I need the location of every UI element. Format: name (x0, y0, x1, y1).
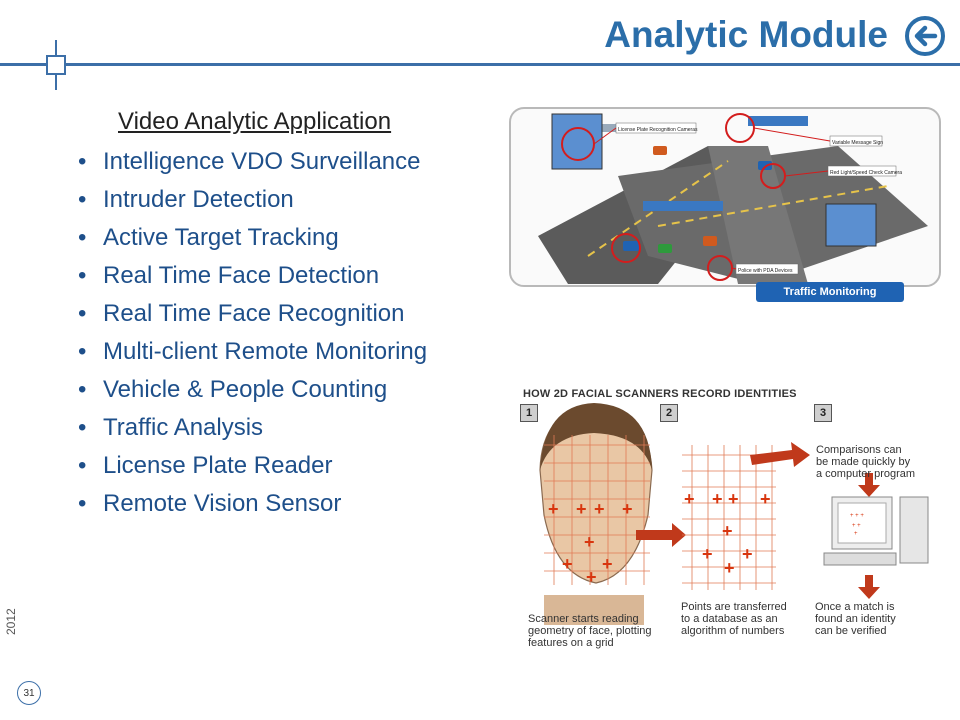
list-item: •Real Time Face Recognition (78, 300, 405, 327)
back-arrow-icon[interactable] (904, 15, 946, 57)
svg-text:+: + (742, 544, 753, 564)
svg-text:+ +: + + (852, 523, 861, 529)
svg-text:+: + (584, 532, 595, 552)
svg-text:+: + (724, 558, 735, 578)
step-1-caption: Scanner starts reading geometry of face,… (528, 613, 652, 649)
crosshair-box-decoration (46, 55, 66, 75)
svg-text:+: + (712, 489, 723, 509)
header-rule (0, 63, 960, 66)
traffic-label-lpr: License Plate Recognition Cameras (618, 127, 698, 133)
svg-text:+: + (760, 489, 771, 509)
step-number: 1 (520, 404, 538, 422)
feature-list: •Intelligence VDO Surveillance •Intruder… (78, 146, 427, 526)
page-number: 31 (17, 681, 41, 705)
svg-text:+: + (548, 499, 559, 519)
step-number: 3 (814, 404, 832, 422)
list-item: •Intruder Detection (78, 186, 294, 213)
svg-text:+ + +: + + + (850, 513, 864, 519)
svg-text:+: + (684, 489, 695, 509)
list-item: •Remote Vision Sensor (78, 490, 342, 517)
traffic-monitoring-illustration: License Plate Recognition Cameras Variab… (509, 107, 941, 287)
svg-text:+: + (702, 544, 713, 564)
year-label: 2012 (4, 608, 18, 635)
traffic-label-vms: Variable Message Sign (832, 140, 883, 146)
svg-text:+: + (594, 499, 605, 519)
facial-scanner-illustration: ++++ ++++ ++++ ++++ + + ++ ++ (539, 403, 929, 625)
list-item: •Active Target Tracking (78, 224, 339, 251)
step-2-caption: Points are transferred to a database as … (681, 601, 787, 637)
svg-text:+: + (722, 521, 733, 541)
section-subtitle: Video Analytic Application (118, 108, 392, 135)
svg-text:+: + (728, 489, 739, 509)
traffic-label-police: Police with PDA Devices (738, 268, 793, 274)
list-item: •Traffic Analysis (78, 414, 264, 441)
svg-text:+: + (622, 499, 633, 519)
traffic-caption: Traffic Monitoring (756, 282, 904, 302)
face-figure-heading: HOW 2D FACIAL SCANNERS RECORD IDENTITIES (523, 388, 797, 400)
list-item: •Vehicle & People Counting (78, 376, 388, 403)
page-title: Analytic Module (604, 14, 888, 55)
list-item: •Intelligence VDO Surveillance (78, 148, 421, 175)
list-item: •Multi-client Remote Monitoring (78, 338, 428, 365)
svg-text:+: + (854, 531, 858, 537)
step-3-caption: Once a match is found an identity can be… (815, 601, 896, 637)
svg-text:+: + (562, 554, 573, 574)
svg-text:+: + (586, 567, 597, 587)
compare-caption: Comparisons can be made quickly by a com… (816, 444, 916, 480)
traffic-label-redlight: Red Light/Speed Check Camera (830, 170, 902, 176)
step-number: 2 (660, 404, 678, 422)
list-item: •Real Time Face Detection (78, 262, 380, 289)
svg-text:+: + (602, 554, 613, 574)
list-item: •License Plate Reader (78, 452, 333, 479)
svg-text:+: + (576, 499, 587, 519)
